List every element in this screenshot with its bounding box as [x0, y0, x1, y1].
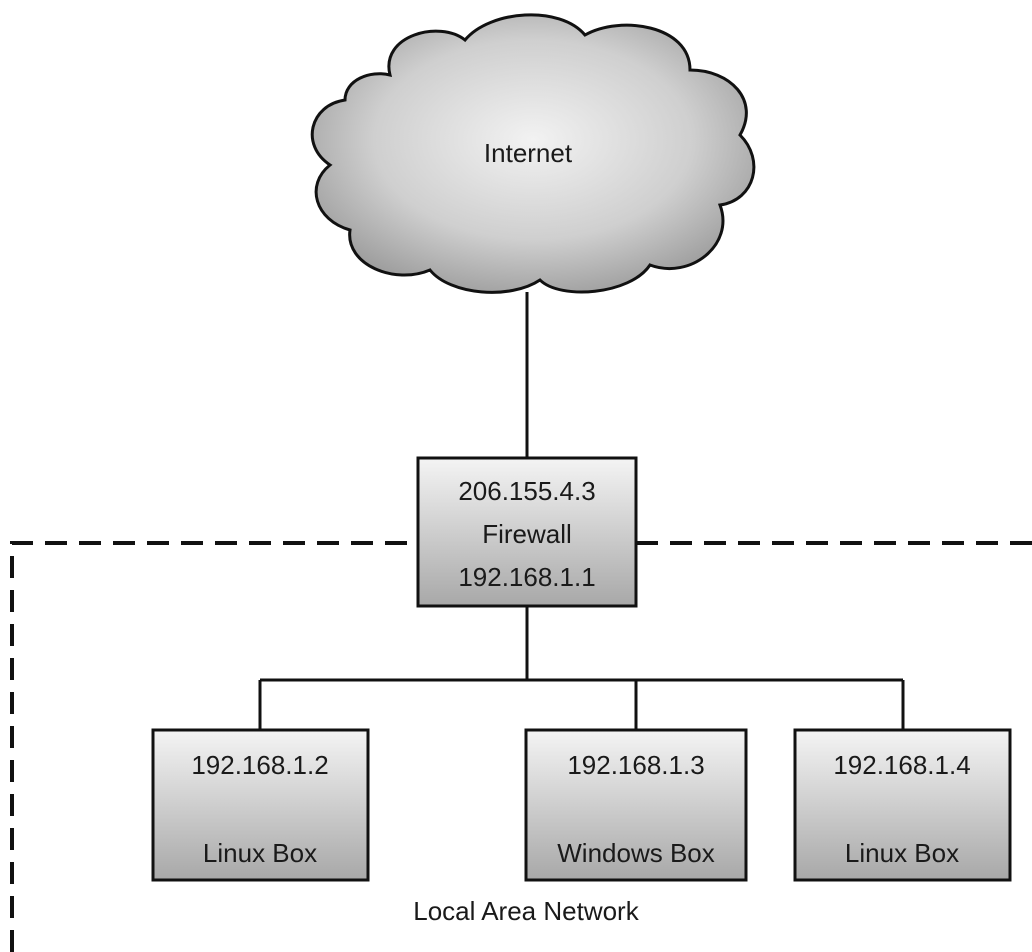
lan-label: Local Area Network	[413, 896, 639, 926]
firewall-external-ip: 206.155.4.3	[458, 476, 595, 506]
host-ip: 192.168.1.2	[191, 750, 328, 780]
host-ip: 192.168.1.4	[833, 750, 970, 780]
host-box	[524, 728, 748, 882]
host-node: 192.168.1.2 Linux Box	[151, 728, 370, 882]
cloud-shape	[310, 13, 756, 294]
host-ip: 192.168.1.3	[567, 750, 704, 780]
lan-boundary	[10, 541, 1032, 952]
host-node: 192.168.1.3 Windows Box	[524, 728, 748, 882]
host-label: Linux Box	[203, 838, 317, 868]
host-box	[793, 728, 1012, 882]
firewall-label: Firewall	[482, 519, 572, 549]
host-label: Windows Box	[557, 838, 715, 868]
host-node: 192.168.1.4 Linux Box	[793, 728, 1012, 882]
internet-cloud: Internet	[310, 13, 756, 294]
firewall-internal-ip: 192.168.1.1	[458, 562, 595, 592]
host-box	[151, 728, 370, 882]
firewall-node: 206.155.4.3 Firewall 192.168.1.1	[416, 456, 638, 608]
cloud-label: Internet	[484, 138, 573, 168]
host-label: Linux Box	[845, 838, 959, 868]
firewall-box	[416, 456, 638, 608]
